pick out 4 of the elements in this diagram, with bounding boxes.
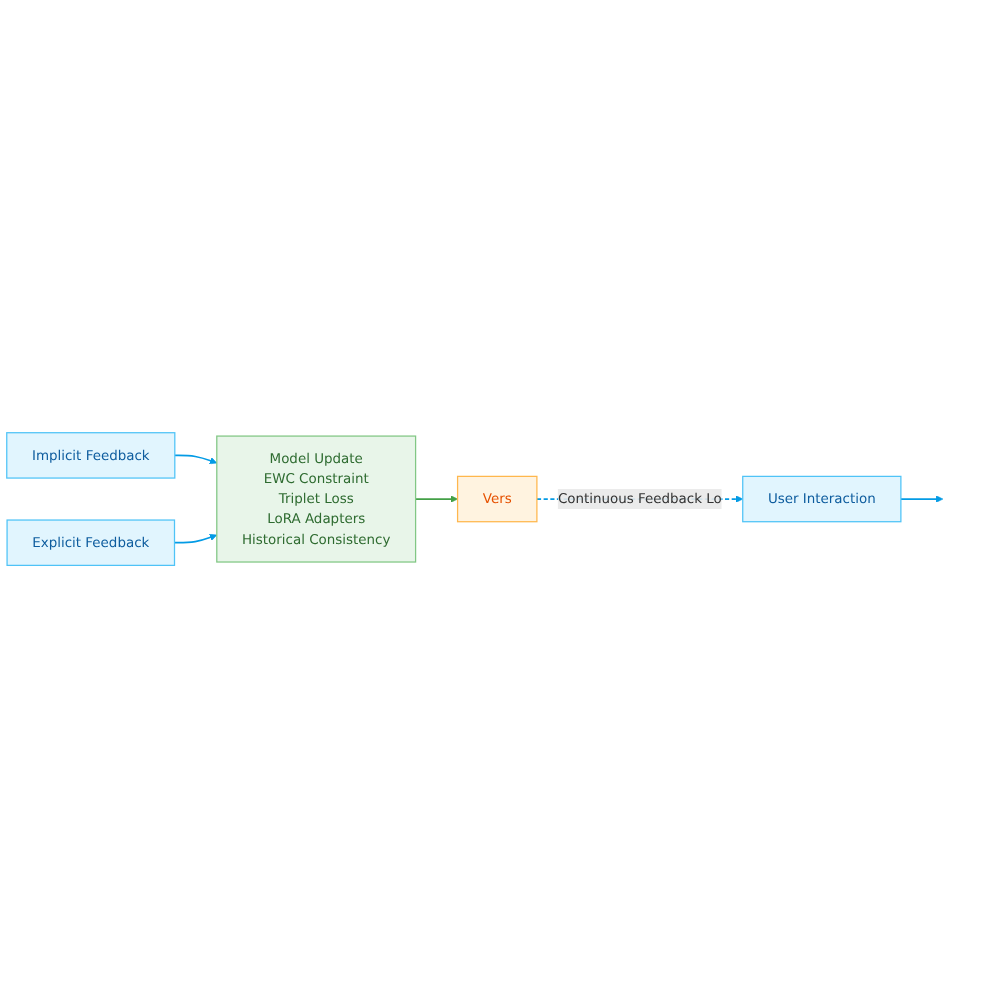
arrow — [173, 534, 218, 545]
arrow — [900, 496, 944, 504]
arrow — [173, 455, 218, 466]
arrow — [414, 496, 458, 504]
